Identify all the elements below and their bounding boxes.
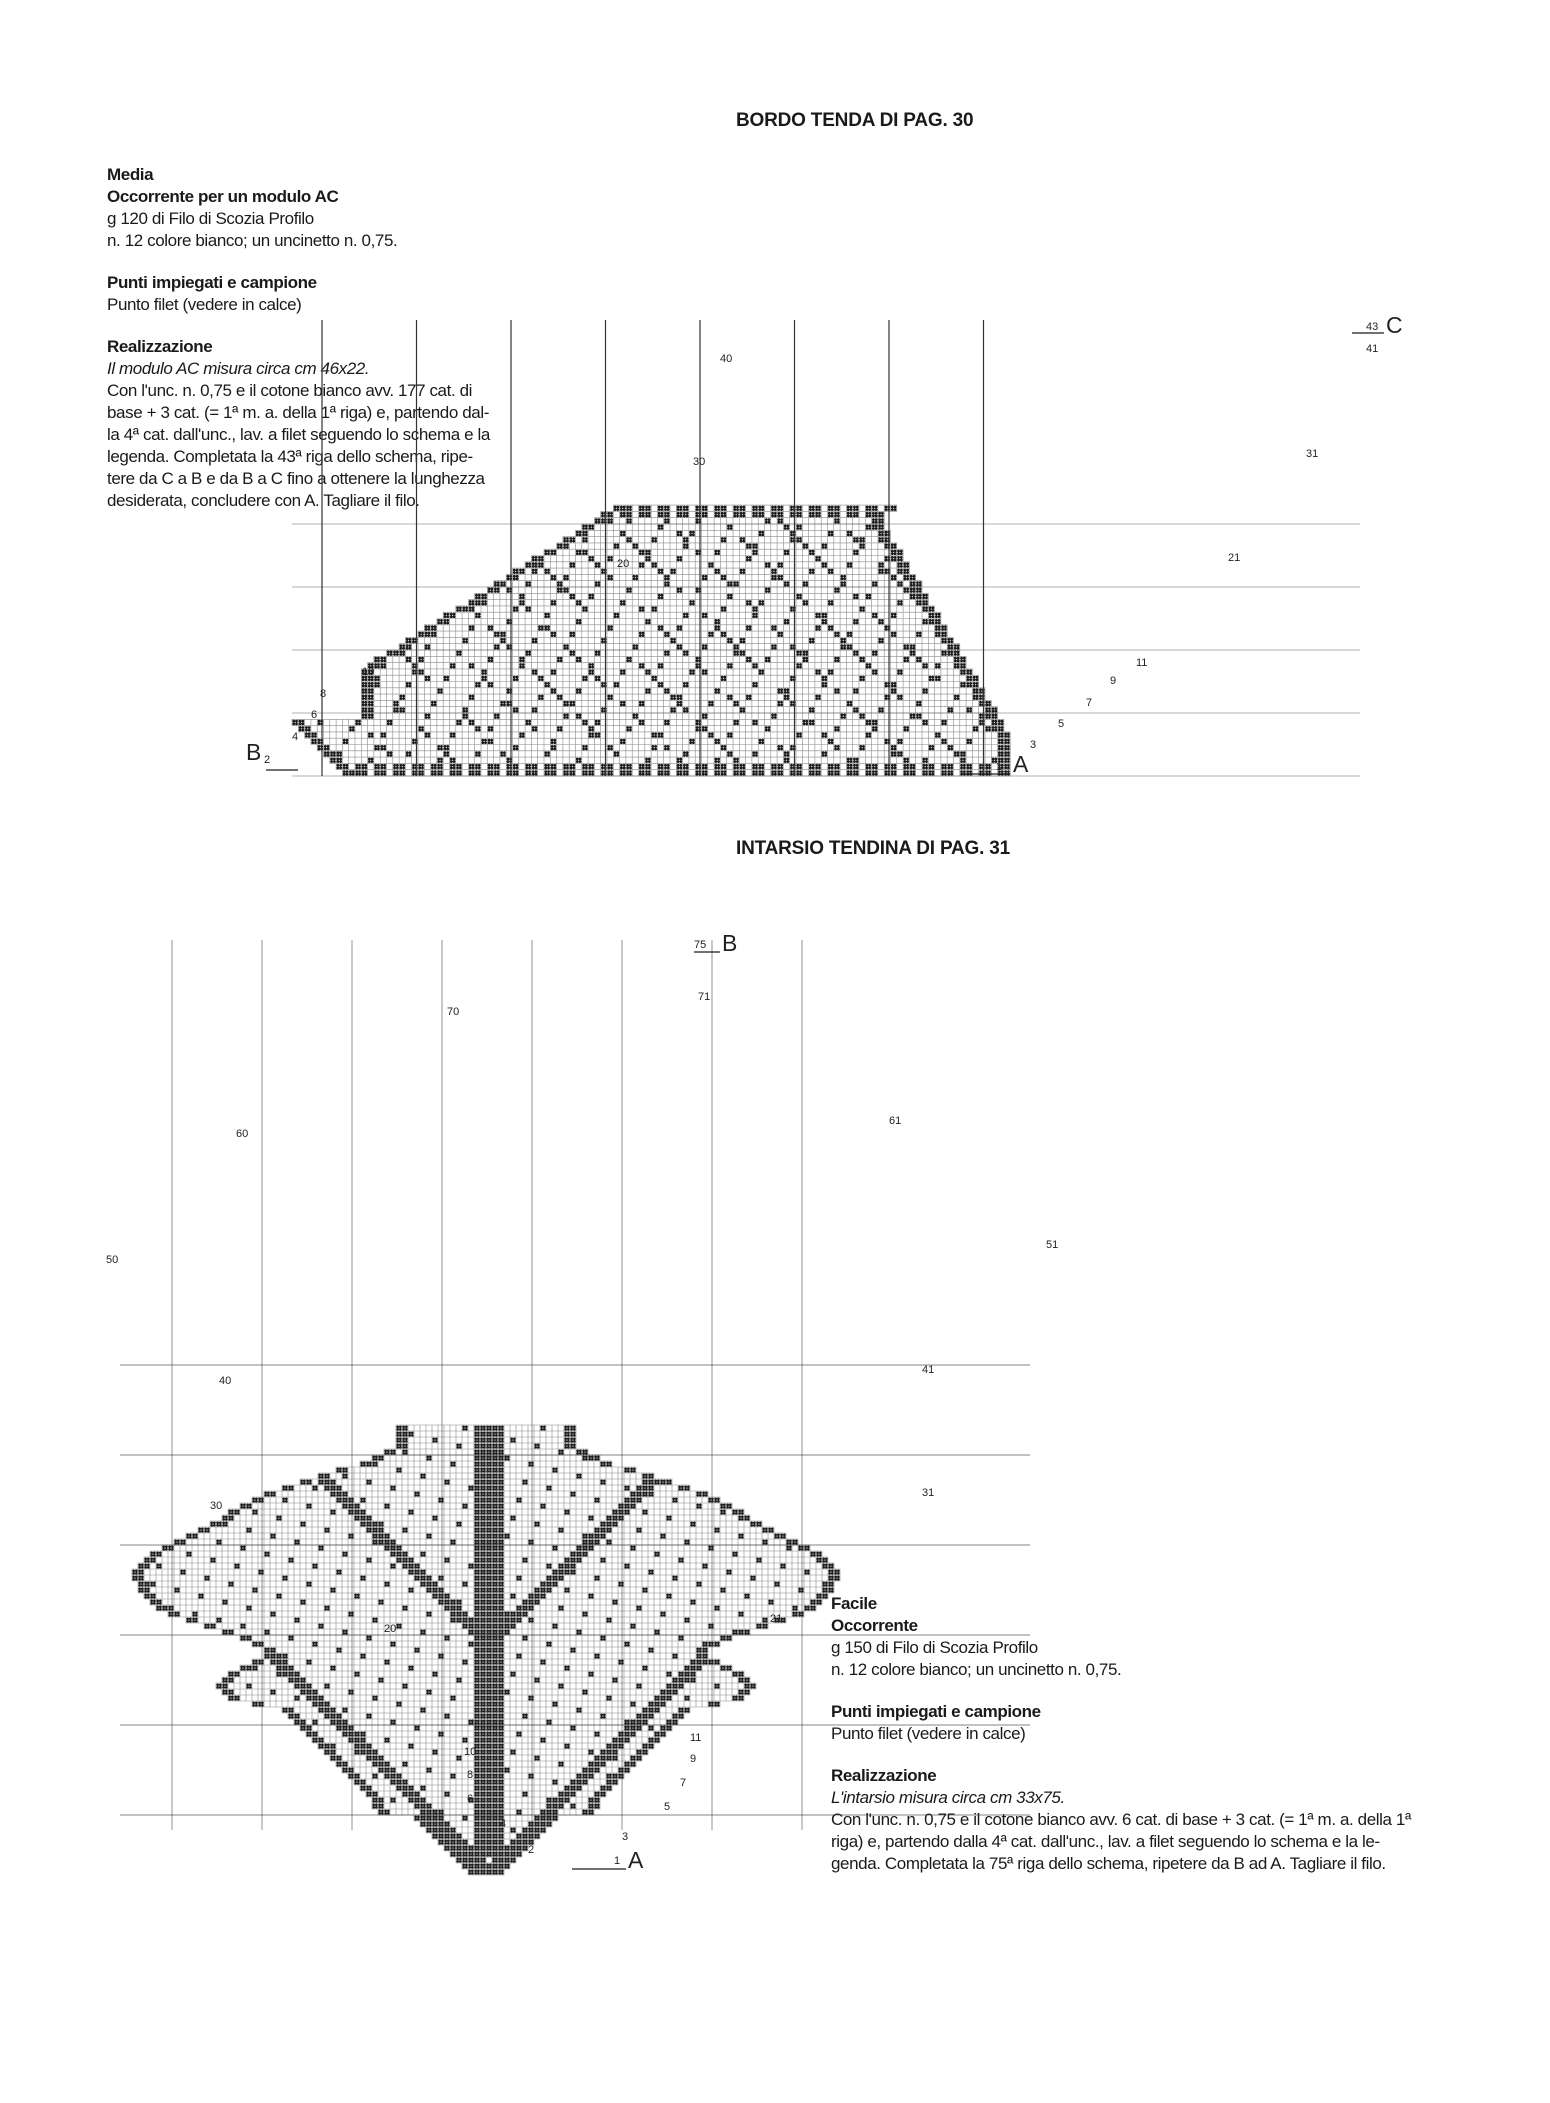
row-label: 31 bbox=[922, 1487, 934, 1499]
section2-difficulty: Facile bbox=[831, 1594, 877, 1613]
filet-blocks bbox=[292, 505, 1010, 776]
section2-materials-line: g 150 di Filo di Scozia Profilo bbox=[831, 1638, 1038, 1657]
row-label: 7 bbox=[1086, 697, 1092, 709]
row-label: 4 bbox=[292, 731, 298, 743]
row-label: 11 bbox=[690, 1732, 701, 1744]
filet-grid bbox=[131, 1424, 841, 1876]
row-label: 21 bbox=[770, 1613, 782, 1625]
row-label: 9 bbox=[690, 1753, 696, 1765]
row-label: 7 bbox=[680, 1777, 686, 1789]
section1-materials-line: n. 12 colore bianco; un uncinetto n. 0,7… bbox=[107, 231, 398, 250]
row-label: 61 bbox=[889, 1115, 901, 1127]
chart-letter-b: B bbox=[722, 930, 737, 956]
row-label: 5 bbox=[664, 1801, 670, 1813]
row-label: 30 bbox=[210, 1500, 222, 1512]
row-label: 43 bbox=[1366, 321, 1378, 333]
chart-letter-a: A bbox=[1013, 751, 1029, 777]
section1-difficulty: Media bbox=[107, 165, 154, 184]
row-label: 5 bbox=[1058, 718, 1064, 730]
chart-letter-c: C bbox=[1386, 312, 1403, 338]
section1-method-line: base + 3 cat. (= 1ª m. a. della 1ª riga)… bbox=[107, 403, 489, 422]
section1-stitches-heading: Punti impiegati e campione bbox=[107, 273, 317, 292]
row-label: 1 bbox=[996, 761, 1002, 773]
row-label: 70 bbox=[447, 1006, 459, 1018]
section1-stitches-text: Punto filet (vedere in calce) bbox=[107, 295, 302, 314]
inset-chart-group bbox=[120, 940, 1030, 1876]
row-label: 8 bbox=[320, 688, 326, 700]
section2-method-line: riga) e, partendo dalla 4ª cat. dall'unc… bbox=[831, 1832, 1380, 1851]
filet-grid bbox=[291, 504, 1011, 777]
row-label: 20 bbox=[617, 558, 629, 570]
section2-stitches-heading: Punti impiegati e campione bbox=[831, 1702, 1041, 1721]
row-label: 20 bbox=[384, 1623, 396, 1635]
row-label: 31 bbox=[1306, 448, 1318, 460]
border-chart-group bbox=[291, 320, 1360, 777]
section1-method-line: la 4ª cat. dall'unc., lav. a filet segue… bbox=[107, 425, 490, 444]
section1-instructions: Media Occorrente per un modulo AC g 120 … bbox=[107, 164, 577, 512]
row-label: 6 bbox=[467, 1793, 473, 1805]
row-label: 9 bbox=[1110, 675, 1116, 687]
section2-method-size: L'intarsio misura circa cm 33x75. bbox=[831, 1788, 1065, 1807]
section1-materials-line: g 120 di Filo di Scozia Profilo bbox=[107, 209, 314, 228]
row-label: 11 bbox=[1136, 657, 1147, 669]
row-label: 40 bbox=[219, 1375, 231, 1387]
section1-method-line: Con l'unc. n. 0,75 e il cotone bianco av… bbox=[107, 381, 473, 400]
row-label: 6 bbox=[311, 709, 317, 721]
row-label: 10 bbox=[362, 666, 374, 678]
section1-materials-heading: Occorrente per un modulo AC bbox=[107, 187, 339, 206]
row-label: 30 bbox=[693, 456, 705, 468]
section1-method-line: desiderata, concludere con A. Tagliare i… bbox=[107, 491, 420, 510]
filet-blocks bbox=[132, 1425, 840, 1875]
section1-method-heading: Realizzazione bbox=[107, 337, 213, 356]
section2-title: INTARSIO TENDINA DI PAG. 31 bbox=[736, 838, 1010, 859]
section2-instructions: Facile Occorrente g 150 di Filo di Scozi… bbox=[831, 1593, 1491, 1875]
section2-method-heading: Realizzazione bbox=[831, 1766, 937, 1785]
row-label: 60 bbox=[236, 1128, 248, 1140]
row-label: 2 bbox=[264, 754, 270, 766]
row-label: 4 bbox=[500, 1818, 506, 1830]
row-label: 41 bbox=[1366, 343, 1378, 355]
row-label: 71 bbox=[698, 991, 710, 1003]
section2-materials-line: n. 12 colore bianco; un uncinetto n. 0,7… bbox=[831, 1660, 1122, 1679]
section2-stitches-text: Punto filet (vedere in calce) bbox=[831, 1724, 1026, 1743]
row-label: 10 bbox=[464, 1746, 476, 1758]
section2-method-line: genda. Completata la 75ª riga dello sche… bbox=[831, 1854, 1386, 1873]
section1-method-size: Il modulo AC misura circa cm 46x22. bbox=[107, 359, 370, 378]
section2-materials-heading: Occorrente bbox=[831, 1616, 918, 1635]
row-label: 75 bbox=[694, 939, 706, 951]
row-label: 41 bbox=[922, 1364, 934, 1376]
section1-title: BORDO TENDA DI PAG. 30 bbox=[736, 110, 974, 131]
row-label: 2 bbox=[528, 1844, 534, 1856]
row-label: 50 bbox=[106, 1254, 118, 1266]
row-label: 8 bbox=[467, 1769, 473, 1781]
row-label: 51 bbox=[1046, 1239, 1058, 1251]
chart-letter-a: A bbox=[628, 1847, 644, 1873]
row-label: 3 bbox=[622, 1831, 628, 1843]
row-label: 40 bbox=[720, 353, 732, 365]
chart-letter-b: B bbox=[246, 739, 261, 765]
section1-method-line: tere da C a B e da B a C fino a ottenere… bbox=[107, 469, 485, 488]
section1-method-line: legenda. Completata la 43ª riga dello sc… bbox=[107, 447, 473, 466]
row-label: 1 bbox=[614, 1855, 620, 1867]
row-label: 21 bbox=[1228, 552, 1240, 564]
row-label: 3 bbox=[1030, 739, 1036, 751]
